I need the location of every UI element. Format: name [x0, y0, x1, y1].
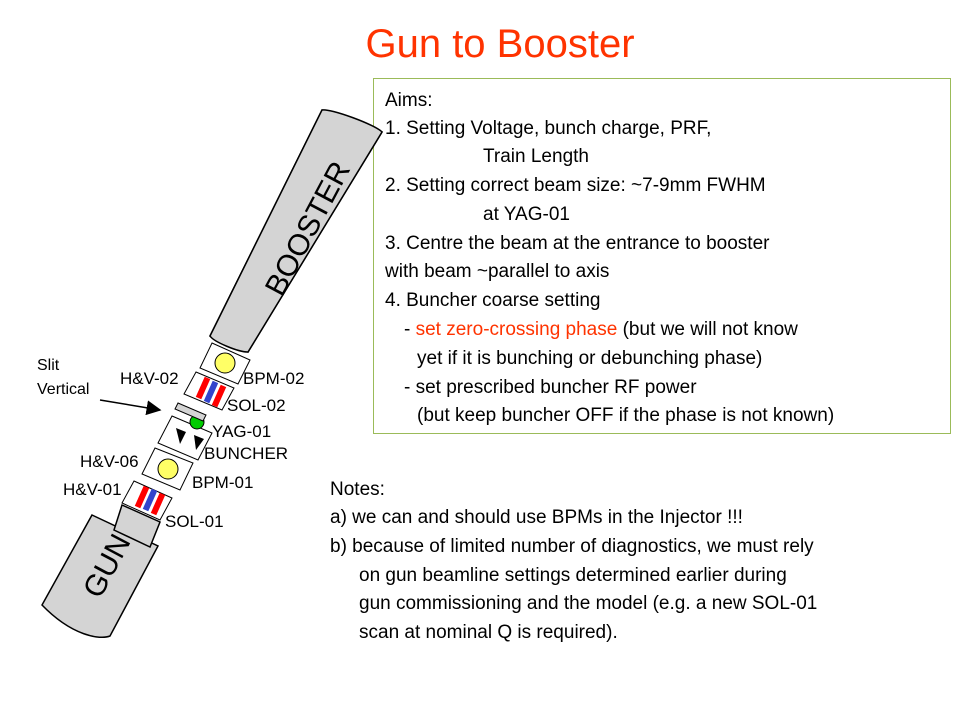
aims-item-4a-cont: yet if it is bunching or debunching phas…: [417, 348, 763, 369]
aims-item-2-cont: at YAG-01: [483, 204, 570, 225]
note-a: a) we can and should use BPMs in the Inj…: [330, 507, 743, 528]
aims-item-4b-cont: (but keep buncher OFF if the phase is no…: [417, 405, 835, 426]
slit: [99, 399, 207, 422]
buncher-label: BUNCHER: [204, 444, 288, 463]
dash: -: [404, 319, 416, 340]
aims-item-4a: - set zero-crossing phase (but we will n…: [404, 319, 798, 341]
zero-crossing-highlight: set zero-crossing phase: [415, 319, 618, 340]
note-b-cont-2: gun commissioning and the model (e.g. a …: [359, 593, 818, 614]
aims-item-1: 1. Setting Voltage, bunch charge, PRF,: [385, 118, 712, 139]
bpm01-label: BPM-01: [192, 473, 253, 492]
sol01-label: SOL-01: [165, 512, 224, 531]
aims-item-2: 2. Setting correct beam size: ~7-9mm FWH…: [385, 175, 766, 196]
booster-cylinder: BOOSTER: [208, 109, 384, 353]
aims-item-3: 3. Centre the beam at the entrance to bo…: [385, 233, 770, 254]
sol02-label: SOL-02: [227, 396, 286, 415]
aims-item-3-cont: with beam ~parallel to axis: [385, 261, 610, 282]
sol-02-magnet: [183, 371, 235, 411]
note-b-cont-1: on gun beamline settings determined earl…: [359, 565, 787, 586]
aims-box: [373, 78, 951, 434]
bpm-02: [199, 342, 251, 385]
page-title: Gun to Booster: [365, 22, 635, 66]
bpm02-label: BPM-02: [243, 369, 304, 388]
bpm-01: [141, 447, 194, 491]
notes-heading: Notes:: [330, 479, 385, 500]
note-b-cont-3: scan at nominal Q is required).: [359, 622, 618, 643]
aims-item-1-cont: Train Length: [483, 146, 589, 167]
slit-label-1: Slit: [37, 357, 60, 374]
hv02-label: H&V-02: [120, 369, 179, 388]
yag01-label: YAG-01: [212, 422, 271, 441]
slit-label-2: Vertical: [37, 381, 90, 398]
aims-item-4: 4. Buncher coarse setting: [385, 290, 601, 311]
hv06-label: H&V-06: [80, 452, 139, 471]
hv01-label: H&V-01: [63, 480, 122, 499]
aims-heading: Aims:: [385, 90, 433, 111]
sol-01-magnet: [121, 480, 173, 521]
aims-item-4a-rest: (but we will not know: [617, 319, 798, 340]
note-b: b) because of limited number of diagnost…: [330, 536, 814, 557]
gun-cylinder: GUN: [41, 503, 161, 639]
aims-item-4b: - set prescribed buncher RF power: [404, 377, 697, 398]
